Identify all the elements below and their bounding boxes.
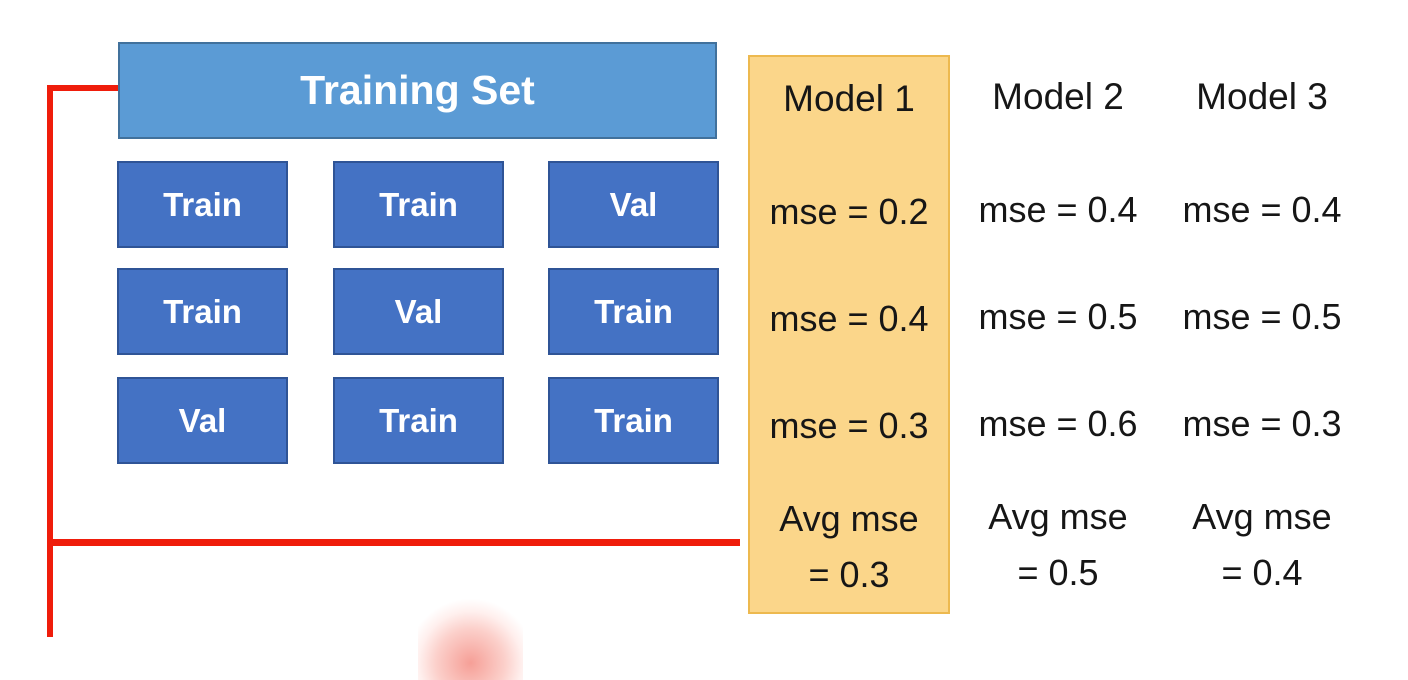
- model-2-title: Model 2: [992, 76, 1124, 117]
- fold-cell-label: Val: [394, 292, 443, 330]
- model-2-mse-fold1: mse = 0.4: [978, 189, 1138, 230]
- fold-cell-r2c1: Train: [117, 268, 288, 355]
- model-1-mse-fold2: mse = 0.4: [769, 298, 929, 339]
- fold-cell-label: Train: [594, 292, 673, 330]
- model-1-column-highlight: Model 1 mse = 0.2 mse = 0.4 mse = 0.3 Av…: [748, 55, 950, 614]
- fold-cell-label: Train: [163, 185, 242, 223]
- fold-cell-r3c1: Val: [117, 377, 288, 464]
- model-3-avg-mse-label: Avg mse: [1192, 496, 1332, 537]
- fold-cell-r3c3: Train: [548, 377, 719, 464]
- model-1-mse-fold1: mse = 0.2: [769, 191, 929, 232]
- fold-cell-label: Val: [178, 401, 227, 439]
- model-1-title: Model 1: [783, 78, 915, 119]
- model-3-mse-fold2: mse = 0.5: [1182, 296, 1342, 337]
- model-3-column: Model 3 mse = 0.4 mse = 0.5 mse = 0.3 Av…: [1162, 55, 1362, 610]
- slide-canvas: { "diagram": { "training_set_label": "Tr…: [47, 42, 1362, 680]
- model-2-avg-mse-label: Avg mse: [988, 496, 1128, 537]
- model-1-mse-fold3: mse = 0.3: [769, 405, 929, 446]
- fold-cell-r1c1: Train: [117, 161, 288, 248]
- model-1-avg-mse-value: = 0.3: [808, 554, 890, 595]
- red-connector-top-line: [47, 85, 118, 91]
- model-3-mse-fold1: mse = 0.4: [1182, 189, 1342, 230]
- model-3-avg-mse-value: = 0.4: [1221, 552, 1303, 593]
- red-connector-vertical-line: [47, 85, 53, 637]
- model-2-avg-mse-value: = 0.5: [1017, 552, 1099, 593]
- fold-cell-label: Train: [379, 185, 458, 223]
- fold-cell-r2c2: Val: [333, 268, 504, 355]
- fold-cell-r1c3: Val: [548, 161, 719, 248]
- fold-cell-label: Train: [594, 401, 673, 439]
- fold-cell-label: Train: [163, 292, 242, 330]
- model-3-title: Model 3: [1196, 76, 1328, 117]
- model-3-mse-fold3: mse = 0.3: [1182, 403, 1342, 444]
- training-set-box: Training Set: [118, 42, 717, 139]
- model-2-mse-fold3: mse = 0.6: [978, 403, 1138, 444]
- red-connector-bottom-line: [47, 539, 740, 546]
- fold-cell-r1c2: Train: [333, 161, 504, 248]
- fold-cell-label: Train: [379, 401, 458, 439]
- training-set-label: Training Set: [300, 67, 535, 113]
- fold-cell-r3c2: Train: [333, 377, 504, 464]
- model-1-avg-mse-label: Avg mse: [779, 498, 919, 539]
- fold-cell-r2c3: Train: [548, 268, 719, 355]
- model-2-mse-fold2: mse = 0.5: [978, 296, 1138, 337]
- model-2-column: Model 2 mse = 0.4 mse = 0.5 mse = 0.6 Av…: [958, 55, 1158, 610]
- laser-pointer-dot: [418, 595, 523, 680]
- fold-cell-label: Val: [609, 185, 658, 223]
